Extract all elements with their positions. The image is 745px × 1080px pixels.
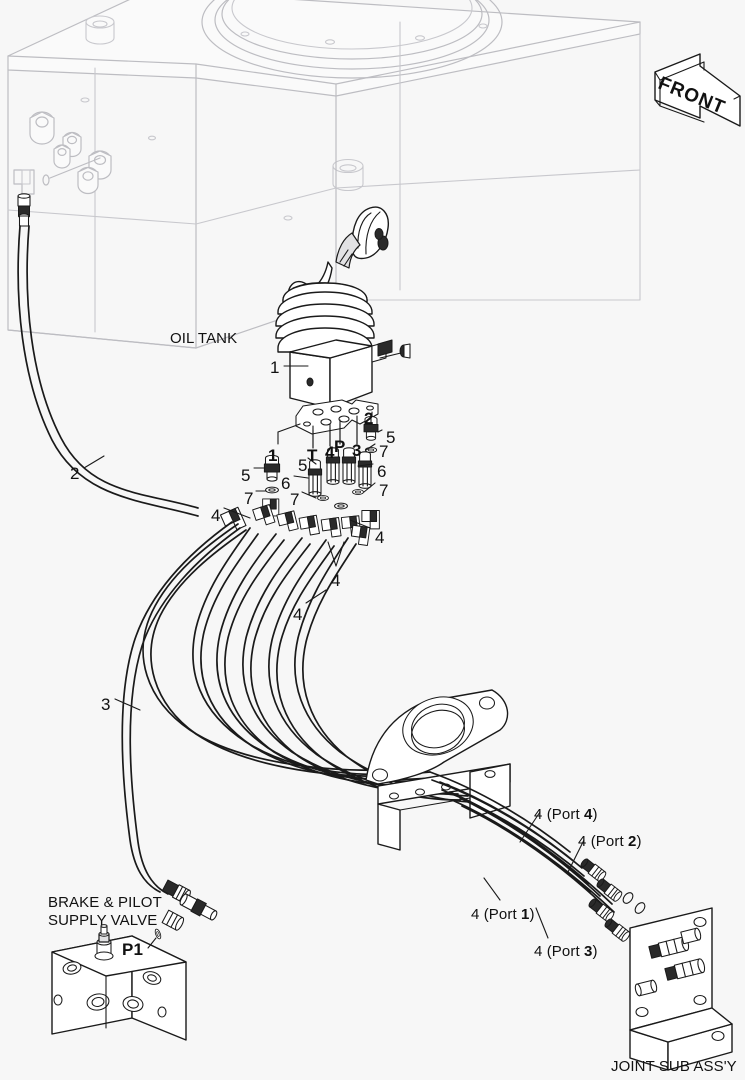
port-callout: 4 (Port 3) xyxy=(534,943,598,961)
callout-number: 4 xyxy=(375,528,385,547)
callout-number: 5 xyxy=(298,456,308,475)
port-callout-prefix: 4 (Port xyxy=(578,833,628,850)
port-callout-number: 2 xyxy=(627,833,637,850)
hose-bundle-to-joint xyxy=(429,771,615,913)
port-callout-suffix: ) xyxy=(592,806,598,823)
port-callout-number: 3 xyxy=(583,943,593,960)
callout-number: 5 xyxy=(241,466,251,485)
callout-number: 5 xyxy=(386,428,396,447)
joint-sub-assembly xyxy=(578,856,733,1071)
callout-number: 7 xyxy=(290,490,300,509)
caption-brake-pilot-valve-line2: SUPPLY VALVE xyxy=(48,912,158,929)
callout-number: 6 xyxy=(377,462,387,481)
callout-number: 4 xyxy=(211,506,221,525)
port-callout: 4 (Port 1) xyxy=(471,906,535,924)
callout-number: 7 xyxy=(379,481,389,500)
port-mark-p: P xyxy=(334,437,346,456)
port-callout-number: 4 xyxy=(583,806,593,823)
callout-number: 7 xyxy=(244,489,254,508)
joystick-assembly xyxy=(252,206,411,546)
hose-bundle-4 xyxy=(142,523,471,803)
callout-number: 4 xyxy=(331,571,341,590)
hose-2 xyxy=(17,193,247,534)
port-callout-number: 1 xyxy=(520,906,530,923)
callout-number: 1 xyxy=(270,358,280,377)
callout-number: 3 xyxy=(101,695,111,714)
callout-number: 2 xyxy=(70,464,80,483)
callout-number: 6 xyxy=(281,474,291,493)
port-callout-prefix: 4 (Port xyxy=(534,806,584,823)
callout-leaders xyxy=(83,365,585,949)
brake-pilot-supply-valve xyxy=(51,893,218,1041)
caption-joint-sub-assy: JOINT SUB ASS'Y xyxy=(611,1058,737,1075)
port-callout: 4 (Port 4) xyxy=(534,806,598,824)
port-mark-p1: P1 xyxy=(122,940,143,959)
port-callout-suffix: ) xyxy=(636,833,642,850)
port-callout-prefix: 4 (Port xyxy=(534,943,584,960)
oil-tank-assembly xyxy=(7,0,641,349)
callout-number: 4 xyxy=(293,605,303,624)
callout-number: 7 xyxy=(379,442,389,461)
caption-oil-tank: OIL TANK xyxy=(170,330,238,347)
port-callout: 4 (Port 2) xyxy=(578,833,642,851)
caption-brake-pilot-valve-line1: BRAKE & PILOT xyxy=(48,894,162,911)
callout-number: 2 xyxy=(364,409,374,428)
front-direction-arrow xyxy=(654,53,741,127)
port-callout-suffix: ) xyxy=(529,906,535,923)
port-mark-t: T xyxy=(307,446,318,465)
cartridge-3 xyxy=(334,502,348,510)
port-mark-3: 3 xyxy=(352,441,362,460)
callout-number: 1 xyxy=(268,446,278,465)
port-mark-4: 4 xyxy=(325,443,335,462)
port-callout-prefix: 4 (Port xyxy=(471,906,521,923)
port-callout-suffix: ) xyxy=(592,943,598,960)
